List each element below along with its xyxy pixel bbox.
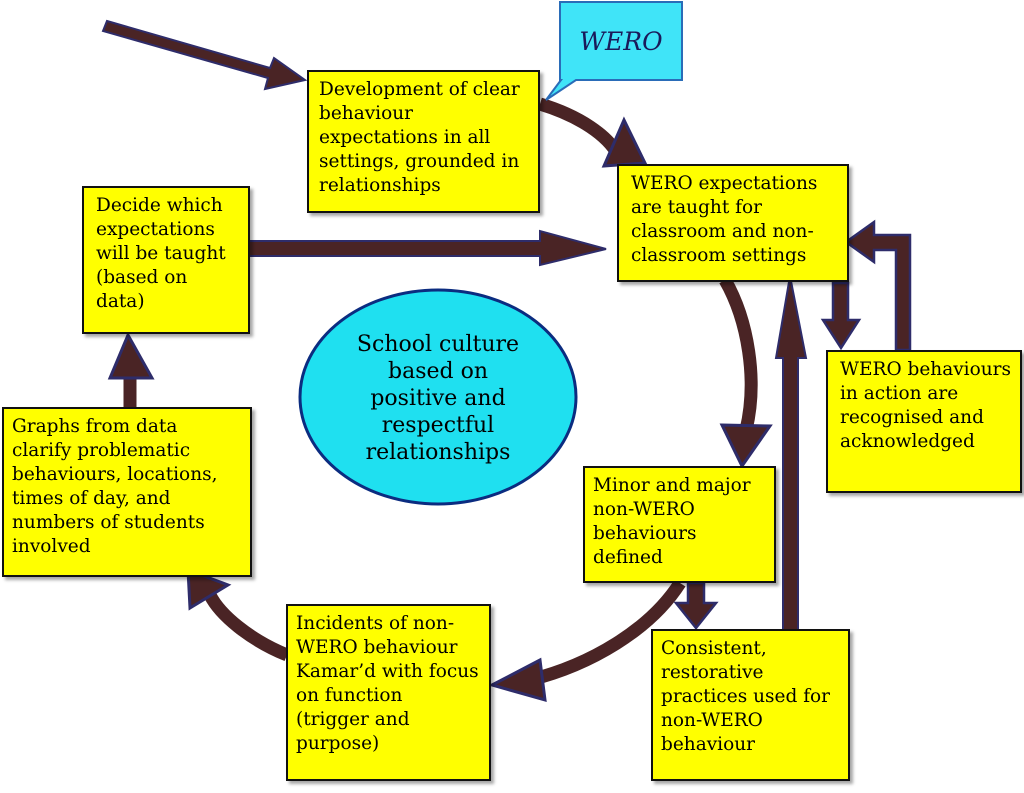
arrow-incidents-to-graphs — [204, 591, 290, 662]
arrow-entry — [101, 19, 308, 91]
box-recognised: WERO behaviours in action are recognised… — [826, 350, 1022, 493]
box-decide: Decide which expectations will be taught… — [82, 186, 250, 334]
arrow-taught-to-recognised — [820, 281, 862, 351]
arrowhead-minor-to-incidents — [487, 657, 547, 703]
arrow-minor-to-incidents — [528, 579, 686, 687]
arrow-minor-to-consistent — [673, 581, 719, 631]
box-incidents: Incidents of non-WERO behaviour Kamar’d … — [286, 604, 491, 781]
box-taught: WERO expectations are taught for classro… — [617, 164, 849, 282]
arrow-consistent-to-taught — [774, 275, 808, 631]
arrow-taught-to-minor — [719, 276, 758, 432]
arrow-decide-to-taught — [248, 229, 607, 267]
arrowhead-incidents-to-graphs — [186, 567, 232, 611]
box-consistent: Consistent, restorative practices used f… — [651, 629, 850, 781]
callout-bubble — [545, 1, 683, 101]
arrow-recognised-to-taught — [843, 219, 912, 352]
box-graphs: Graphs from data clarify problematic beh… — [2, 407, 252, 577]
arrow-development-to-taught — [538, 97, 624, 159]
center-label: School culture based on positive and res… — [356, 331, 520, 465]
callout-label: WERO — [579, 26, 663, 56]
arrowhead-taught-to-minor — [719, 423, 773, 469]
arrowhead-graphs-to-decide — [107, 331, 155, 380]
center-ellipse — [298, 288, 578, 506]
box-minor-major: Minor and major non-WERO behaviours defi… — [583, 466, 776, 583]
box-development: Development of clear behaviour expectati… — [307, 70, 540, 213]
